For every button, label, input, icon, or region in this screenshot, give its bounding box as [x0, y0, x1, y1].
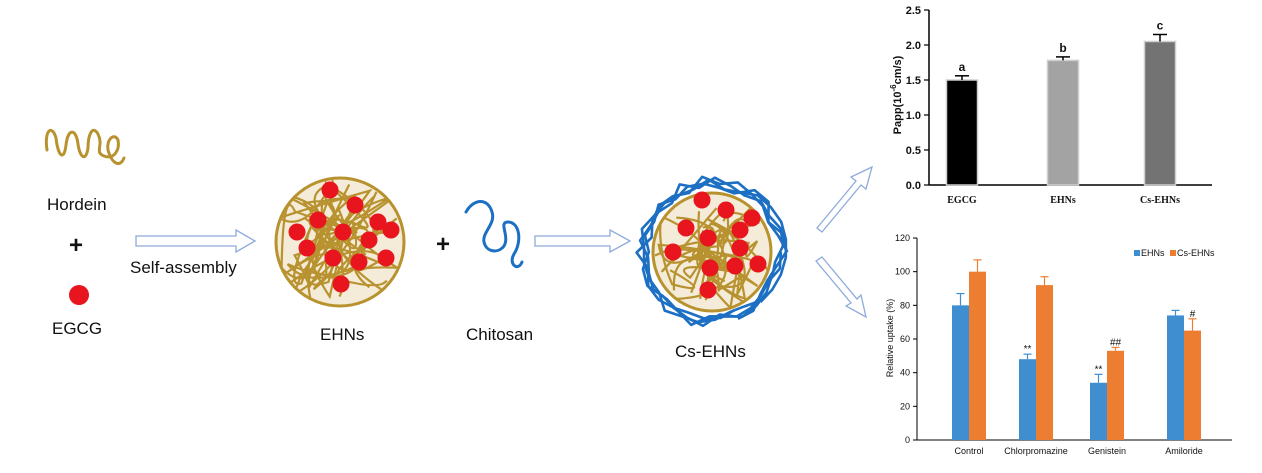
egcg-dot: [717, 201, 735, 219]
papp-y-tick-label: 1.0: [906, 110, 921, 122]
coating-arrow-icon: [534, 228, 632, 254]
uptake-category-label: Genistein: [1088, 446, 1126, 456]
uptake-bar: [952, 305, 969, 440]
arrow-to-permeability-icon: [816, 165, 873, 233]
uptake-y-tick-label: 80: [900, 300, 910, 310]
chitosan-label: Chitosan: [466, 325, 533, 344]
uptake-y-tick-label: 40: [900, 368, 910, 378]
uptake-axis-label: Relative uptake (%): [885, 299, 895, 378]
hordein-molecule-icon: [44, 128, 126, 166]
uptake-y-tick-label: 120: [895, 233, 910, 243]
uptake-category-label: Control: [954, 446, 983, 456]
uptake-y-tick-label: 100: [895, 267, 910, 277]
egcg-dot: [332, 275, 350, 293]
uptake-category-label: Amiloride: [1165, 446, 1203, 456]
hordein-label: Hordein: [47, 195, 107, 214]
cs-ehns-label: Cs-EHNs: [675, 342, 746, 361]
egcg-dot: [288, 223, 306, 241]
uptake-y-tick-label: 20: [900, 401, 910, 411]
hordein-strand: [659, 214, 720, 292]
papp-bar: [1046, 59, 1080, 186]
self-assembly-arrow-icon: [135, 228, 257, 254]
papp-significance-label: a: [959, 60, 966, 74]
uptake-bar-chart: Relative uptake (%) 0 20 40 60 80 100 120Contr…: [885, 233, 1232, 456]
uptake-y-tick-label: 60: [900, 334, 910, 344]
hordein-strand: [286, 192, 400, 286]
egcg-dot: [693, 191, 711, 209]
egcg-dot: [701, 259, 719, 277]
egcg-dot: [334, 223, 352, 241]
uptake-significance-mark: **: [1095, 364, 1103, 375]
papp-y-tick-label: 0.5: [906, 145, 921, 157]
papp-significance-label: b: [1059, 41, 1066, 55]
papp-category-label: EGCG: [947, 195, 977, 206]
uptake-significance-mark: **: [1024, 344, 1032, 355]
uptake-legend-label: EHNs: [1141, 248, 1165, 258]
egcg-dot: [743, 209, 761, 227]
uptake-bar: [969, 271, 986, 440]
chitosan-molecule-icon: [464, 200, 524, 268]
papp-category-label: Cs-EHNs: [1140, 195, 1180, 206]
plus-sign-2: +: [436, 231, 450, 258]
uptake-bar: [1184, 330, 1201, 440]
egcg-dot: [731, 221, 749, 239]
uptake-bar: [1036, 285, 1053, 440]
egcg-dot: [346, 196, 364, 214]
papp-y-tick-label: 2.0: [906, 40, 921, 52]
papp-significance-label: c: [1157, 19, 1164, 33]
egcg-dot: [369, 213, 387, 231]
egcg-dot: [726, 257, 744, 275]
egcg-label: EGCG: [52, 319, 102, 338]
ehns-label: EHNs: [320, 325, 364, 344]
papp-axis-label: Papp(10-6cm/s): [889, 55, 904, 134]
egcg-dot: [699, 281, 717, 299]
uptake-legend-swatch: [1134, 250, 1140, 256]
egcg-dot: [324, 249, 342, 267]
uptake-bar: [1090, 382, 1107, 440]
uptake-legend-label: Cs-EHNs: [1177, 248, 1215, 258]
uptake-category-label: Chlorpromazine: [1004, 446, 1068, 456]
uptake-legend-swatch: [1170, 250, 1176, 256]
egcg-dot: [677, 219, 695, 237]
uptake-bar: [1019, 359, 1036, 440]
arrow-to-uptake-icon: [815, 256, 867, 319]
chitosan-shell-strand: [635, 175, 788, 321]
egcg-dot: [382, 221, 400, 239]
cs-ehns-nanoparticle-icon: [635, 175, 789, 328]
egcg-dot: [699, 229, 717, 247]
hordein-strand: [696, 228, 726, 301]
egcg-molecule-icon: [69, 285, 89, 305]
uptake-bar: [1107, 350, 1124, 440]
egcg-dot: [749, 255, 767, 273]
papp-bar: [1143, 40, 1177, 186]
papp-bar: [945, 79, 979, 186]
egcg-dot: [731, 239, 749, 257]
egcg-dot: [298, 239, 316, 257]
hordein-strand: [324, 179, 369, 298]
papp-y-tick-label: 1.5: [906, 75, 921, 87]
uptake-y-tick-label: 0: [905, 435, 910, 445]
papp-category-label: EHNs: [1050, 195, 1076, 206]
egcg-dot: [360, 231, 378, 249]
uptake-significance-mark: ##: [1110, 337, 1122, 348]
uptake-bar: [1167, 315, 1184, 440]
egcg-dot: [321, 181, 339, 199]
egcg-dot: [309, 211, 327, 229]
self-assembly-label: Self-assembly: [130, 258, 237, 277]
egcg-dot: [350, 253, 368, 271]
ehns-nanoparticle-icon: [274, 176, 406, 308]
papp-y-tick-label: 2.5: [906, 5, 921, 17]
papp-y-tick-label: 0.0: [906, 180, 921, 192]
egcg-dot: [664, 243, 682, 261]
plus-sign: +: [69, 232, 83, 259]
uptake-significance-mark: #: [1190, 309, 1196, 320]
egcg-dot: [377, 249, 395, 267]
hordein-strand: [277, 179, 373, 244]
